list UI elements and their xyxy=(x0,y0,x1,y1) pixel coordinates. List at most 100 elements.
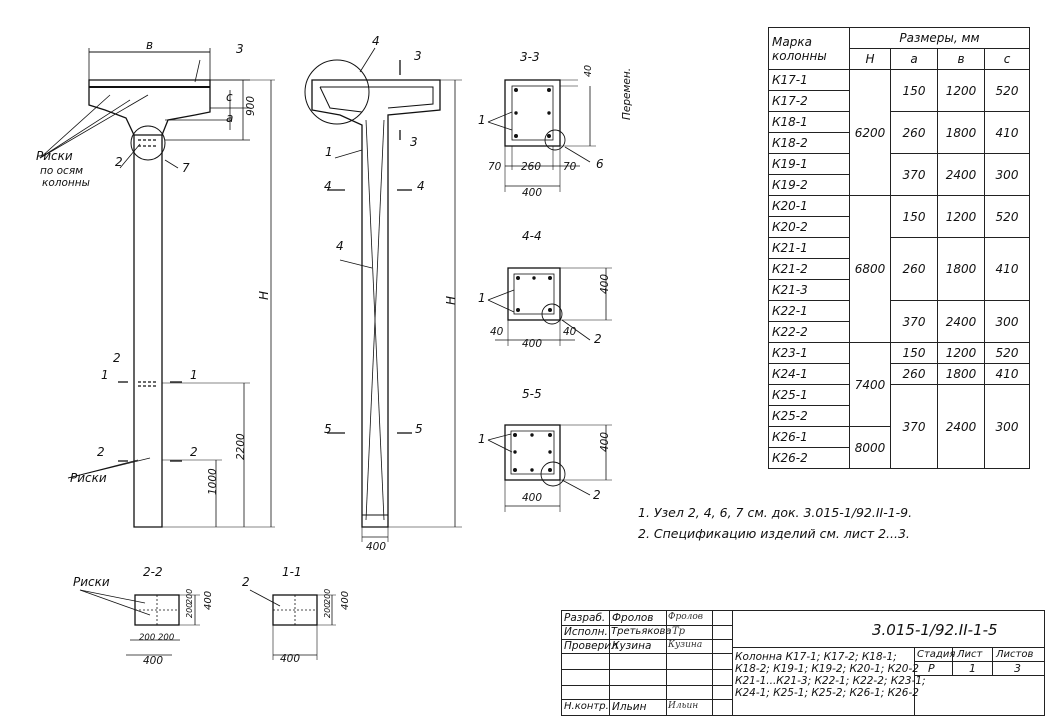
label-400-side: 400 xyxy=(366,541,386,553)
label-2200: 2200 xyxy=(235,433,247,460)
h-6200: 6200 xyxy=(849,69,891,196)
h-7400: 7400 xyxy=(849,342,891,427)
label-2-sec1: 2 xyxy=(113,351,121,365)
label-1000: 1000 xyxy=(207,468,219,495)
section-44-outline xyxy=(507,267,561,321)
label-3-bottom: 3 xyxy=(410,135,418,149)
c-1: 520 xyxy=(984,69,1030,112)
title-section-33: 3-3 xyxy=(520,50,540,64)
stadia-value: Р xyxy=(928,662,935,675)
desc-line-3: К21-1...К21-3; К22-1; К22-2; К23-1; xyxy=(735,675,926,687)
mark-k23-1: К23-1 xyxy=(768,342,850,364)
note-1: 1. Узел 2, 4, 6, 7 см. док. 3.015-1/92.I… xyxy=(638,505,913,520)
col-b: в xyxy=(937,48,985,70)
label-400-s44: 400 xyxy=(522,338,542,350)
b-6: 2400 xyxy=(937,300,985,343)
label-3-elev: 3 xyxy=(236,42,244,56)
c-3: 300 xyxy=(984,153,1030,196)
title-section-11: 1-1 xyxy=(282,565,302,579)
listov-value: 3 xyxy=(1014,662,1021,675)
mark-k22-1: К22-1 xyxy=(768,300,850,322)
label-kolonny: колонны xyxy=(42,177,90,189)
signature-frolov: Фролов xyxy=(668,612,704,622)
role-razrab: Разраб. xyxy=(564,612,606,624)
signature-tretyakova: Тр xyxy=(672,626,686,637)
label-200-11a: 200 xyxy=(323,589,332,604)
mark-k17-2: К17-2 xyxy=(768,90,850,112)
title-section-44: 4-4 xyxy=(522,229,542,243)
spec-table: Марка колонны Размеры, мм Н а в с К17-1 … xyxy=(768,27,1030,469)
mark-k26-2: К26-2 xyxy=(768,447,850,469)
label-200-11b: 200 xyxy=(323,603,332,618)
label-200-22d: 200 xyxy=(185,603,194,618)
desc-line-2: К18-2; К19-1; К19-2; К20-1; К20-2 xyxy=(735,663,919,675)
c-8: 410 xyxy=(984,363,1030,385)
name-tretyakova: Третьякова xyxy=(611,626,672,637)
a-9: 370 xyxy=(890,384,938,469)
label-2-left: 2 xyxy=(97,445,105,459)
listov-label: Листов xyxy=(996,649,1034,660)
header-sizes: Размеры, мм xyxy=(849,27,1030,49)
label-riski-22: Риски xyxy=(73,575,110,589)
label-riski-bottom: Риски xyxy=(70,471,107,485)
title-section-22: 2-2 xyxy=(143,565,163,579)
c-4: 520 xyxy=(984,195,1030,238)
label-6: 6 xyxy=(596,157,604,171)
label-70-right: 70 xyxy=(563,161,577,173)
label-400-22v: 400 xyxy=(203,591,214,610)
label-peremen: Перемен. xyxy=(621,68,633,120)
mark-k19-1: К19-1 xyxy=(768,153,850,175)
mark-k22-2: К22-2 xyxy=(768,321,850,343)
col-c: с xyxy=(984,48,1030,70)
label-200-22a: 200 xyxy=(139,633,155,643)
label-4-left: 4 xyxy=(324,179,332,193)
label-H-left: Н xyxy=(257,291,271,300)
label-200-22b: 200 xyxy=(158,633,174,643)
mark-k25-1: К25-1 xyxy=(768,384,850,406)
a-2: 260 xyxy=(890,111,938,154)
mark-k17-1: К17-1 xyxy=(768,69,850,91)
title-section-55: 5-5 xyxy=(522,387,542,401)
c-9: 300 xyxy=(984,384,1030,469)
label-7-node: 7 xyxy=(182,161,190,175)
h-8000: 8000 xyxy=(849,426,891,469)
signature-ilyin: Ильин xyxy=(668,701,699,711)
label-1-right: 1 xyxy=(190,368,198,382)
label-400-s55-v: 400 xyxy=(599,432,611,452)
a-4: 150 xyxy=(890,195,938,238)
mark-k21-1: К21-1 xyxy=(768,237,850,259)
label-1-side: 1 xyxy=(325,145,333,159)
label-400-22: 400 xyxy=(143,655,163,667)
mark-k21-2: К21-2 xyxy=(768,258,850,280)
mark-k20-2: К20-2 xyxy=(768,216,850,238)
c-7: 520 xyxy=(984,342,1030,364)
label-po-osyam: по осям xyxy=(40,165,83,177)
signature-kuzina: Кузина xyxy=(668,640,703,650)
mark-k24-1: К24-1 xyxy=(768,363,850,385)
a-8: 260 xyxy=(890,363,938,385)
b-1: 1200 xyxy=(937,69,985,112)
col-H: Н xyxy=(849,48,891,70)
a-3: 370 xyxy=(890,153,938,196)
section-55-outline xyxy=(504,424,561,481)
a-6: 370 xyxy=(890,300,938,343)
h-6800: 6800 xyxy=(849,195,891,343)
label-1-s55: 1 xyxy=(478,432,486,446)
a-5: 260 xyxy=(890,237,938,301)
label-5-right: 5 xyxy=(415,422,423,436)
note-2: 2. Спецификацию изделий см. лист 2...3. xyxy=(638,526,910,541)
label-200-22c: 200 xyxy=(185,589,194,604)
label-2-node: 2 xyxy=(115,155,123,169)
label-riski-top: Риски xyxy=(36,149,73,163)
mark-k25-2: К25-2 xyxy=(768,405,850,427)
label-400-s44-v: 400 xyxy=(599,274,611,294)
label-a: а xyxy=(226,111,233,125)
label-1-s33: 1 xyxy=(478,113,486,127)
desc-line-1: Колонна К17-1; К17-2; К18-1; xyxy=(735,651,897,663)
label-900: 900 xyxy=(245,96,257,116)
list-value: 1 xyxy=(969,662,976,675)
title-block: Разраб. Исполн. Проверил Н.контр. Фролов… xyxy=(561,610,1045,716)
label-1-s44: 1 xyxy=(478,291,486,305)
label-400-s33: 400 xyxy=(522,187,542,199)
